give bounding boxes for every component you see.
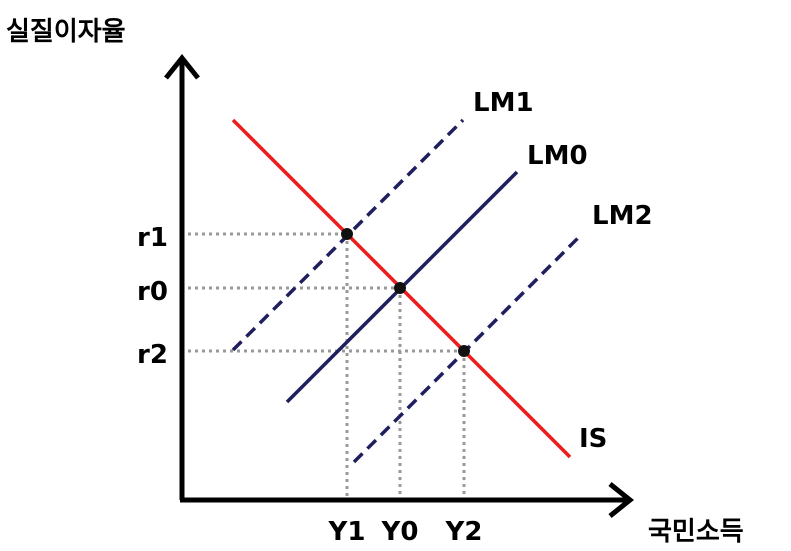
equilibrium-point-r0-y0 [394, 282, 406, 294]
guide-lines [188, 232, 466, 500]
x-tick-label-y0: Y0 [381, 517, 419, 547]
lm1-label: LM1 [473, 88, 534, 118]
x-axis-arrowhead [608, 482, 635, 518]
y-tick-label-r2: r2 [137, 340, 168, 370]
x-tick-label-y2: Y2 [445, 517, 483, 547]
equilibrium-point-r1-y1 [341, 228, 353, 240]
equilibrium-point-r2-y2 [458, 345, 470, 357]
lm0-label: LM0 [527, 141, 588, 171]
x-axis-title: 국민소득 [648, 517, 744, 547]
y-tick-label-r0: r0 [137, 277, 168, 307]
y-axis-arrowhead [164, 53, 200, 80]
x-tick-label-y1: Y1 [328, 517, 366, 547]
is-label: IS [579, 424, 607, 454]
lm2-label: LM2 [592, 201, 653, 231]
y-tick-label-r1: r1 [137, 223, 168, 253]
y-axis-title: 실질이자율 [6, 17, 126, 47]
equilibrium-points [341, 228, 470, 357]
axes [164, 53, 635, 518]
